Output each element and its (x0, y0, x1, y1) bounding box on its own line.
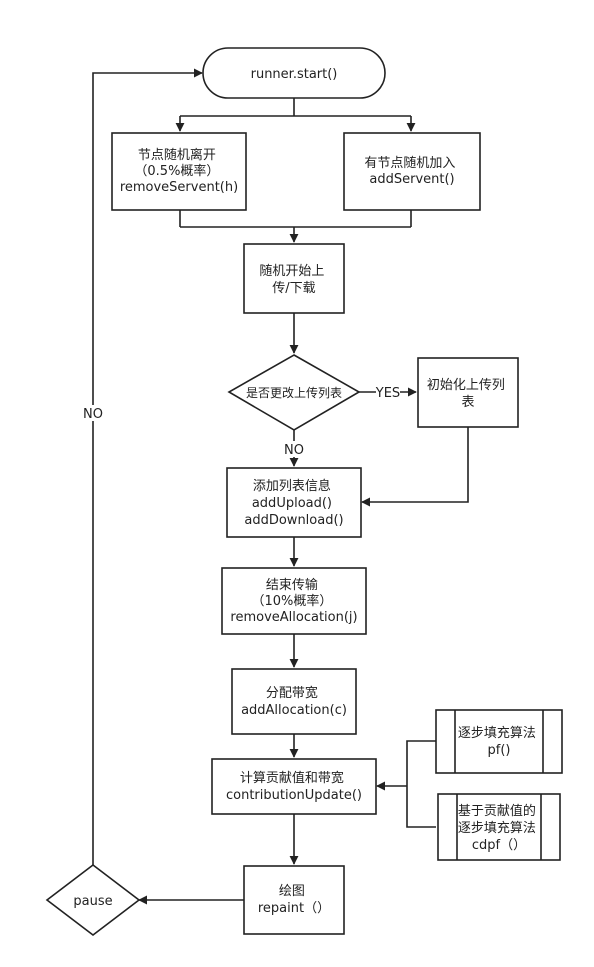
edge-algorithms-bracket (406, 740, 436, 828)
predefined-process-box (435, 709, 563, 774)
node-decision-change-list: 是否更改上传列表 (227, 354, 361, 431)
process-box (226, 467, 362, 538)
process-box (343, 132, 481, 211)
process-box (417, 357, 519, 428)
pause-label: pause (73, 894, 112, 909)
edge-loop-back (92, 68, 203, 865)
no-loop-label-bg (82, 405, 104, 421)
process-box (231, 668, 357, 735)
node-pause: pause (45, 863, 141, 937)
node-end-transfer: 结束传输 （10%概率） removeAllocation(j) (221, 567, 367, 635)
add-servent-label: 有节点随机加入 addServent() (364, 156, 459, 187)
edges (92, 68, 469, 905)
node-allocate-bandwidth: 分配带宽 addAllocation(c) (231, 668, 357, 735)
decision-diamond (45, 863, 141, 937)
edge-init-to-add-info (361, 427, 469, 507)
cdpf-label: 基于贡献值的 逐步填充算法 cdpf（） (458, 803, 540, 853)
remove-servent-label: 节点随机离开 （0.5%概率） removeServent(h) (120, 147, 238, 195)
no-label-bg (283, 441, 305, 457)
process-box (221, 567, 367, 635)
edge-labels: YES NO NO (82, 384, 400, 458)
start-label: runner.start() (251, 67, 338, 82)
repaint-label: 绘图 repaint（） (258, 884, 330, 916)
decision-diamond (227, 354, 361, 431)
contribution-update-label: 计算贡献值和带宽 contributionUpdate() (226, 770, 362, 803)
node-add-list-info: 添加列表信息 addUpload() addDownload() (226, 467, 362, 538)
node-start-transfer: 随机开始上 传/下载 (243, 243, 345, 314)
init-upload-list-label: 初始化上传列 表 (427, 378, 509, 410)
process-box (211, 758, 377, 815)
no-label-loop: NO (83, 407, 103, 422)
process-box (243, 243, 345, 314)
yes-label: YES (375, 386, 400, 401)
node-cdpf: 基于贡献值的 逐步填充算法 cdpf（） (437, 793, 561, 861)
start-transfer-label: 随机开始上 传/下载 (259, 264, 328, 296)
pf-label: 逐步填充算法 pf() (458, 725, 540, 758)
add-list-info-label: 添加列表信息 addUpload() addDownload() (244, 478, 343, 528)
process-box (243, 865, 345, 935)
node-pf: 逐步填充算法 pf() (435, 709, 563, 774)
node-remove-servent: 节点随机离开 （0.5%概率） removeServent(h) (111, 132, 247, 211)
node-contribution-update: 计算贡献值和带宽 contributionUpdate() (211, 758, 377, 815)
allocate-bandwidth-label: 分配带宽 addAllocation(c) (241, 685, 347, 718)
predefined-process-box (437, 793, 561, 861)
node-start: runner.start() (202, 47, 386, 99)
process-box (111, 132, 247, 211)
node-init-upload-list: 初始化上传列 表 (417, 357, 519, 428)
node-repaint: 绘图 repaint（） (243, 865, 345, 935)
decision-label: 是否更改上传列表 (246, 385, 342, 400)
node-add-servent: 有节点随机加入 addServent() (343, 132, 481, 211)
no-label-down: NO (284, 443, 304, 458)
terminal-shape (202, 47, 386, 99)
end-transfer-label: 结束传输 （10%概率） removeAllocation(j) (230, 577, 357, 625)
yes-label-bg (376, 384, 400, 400)
